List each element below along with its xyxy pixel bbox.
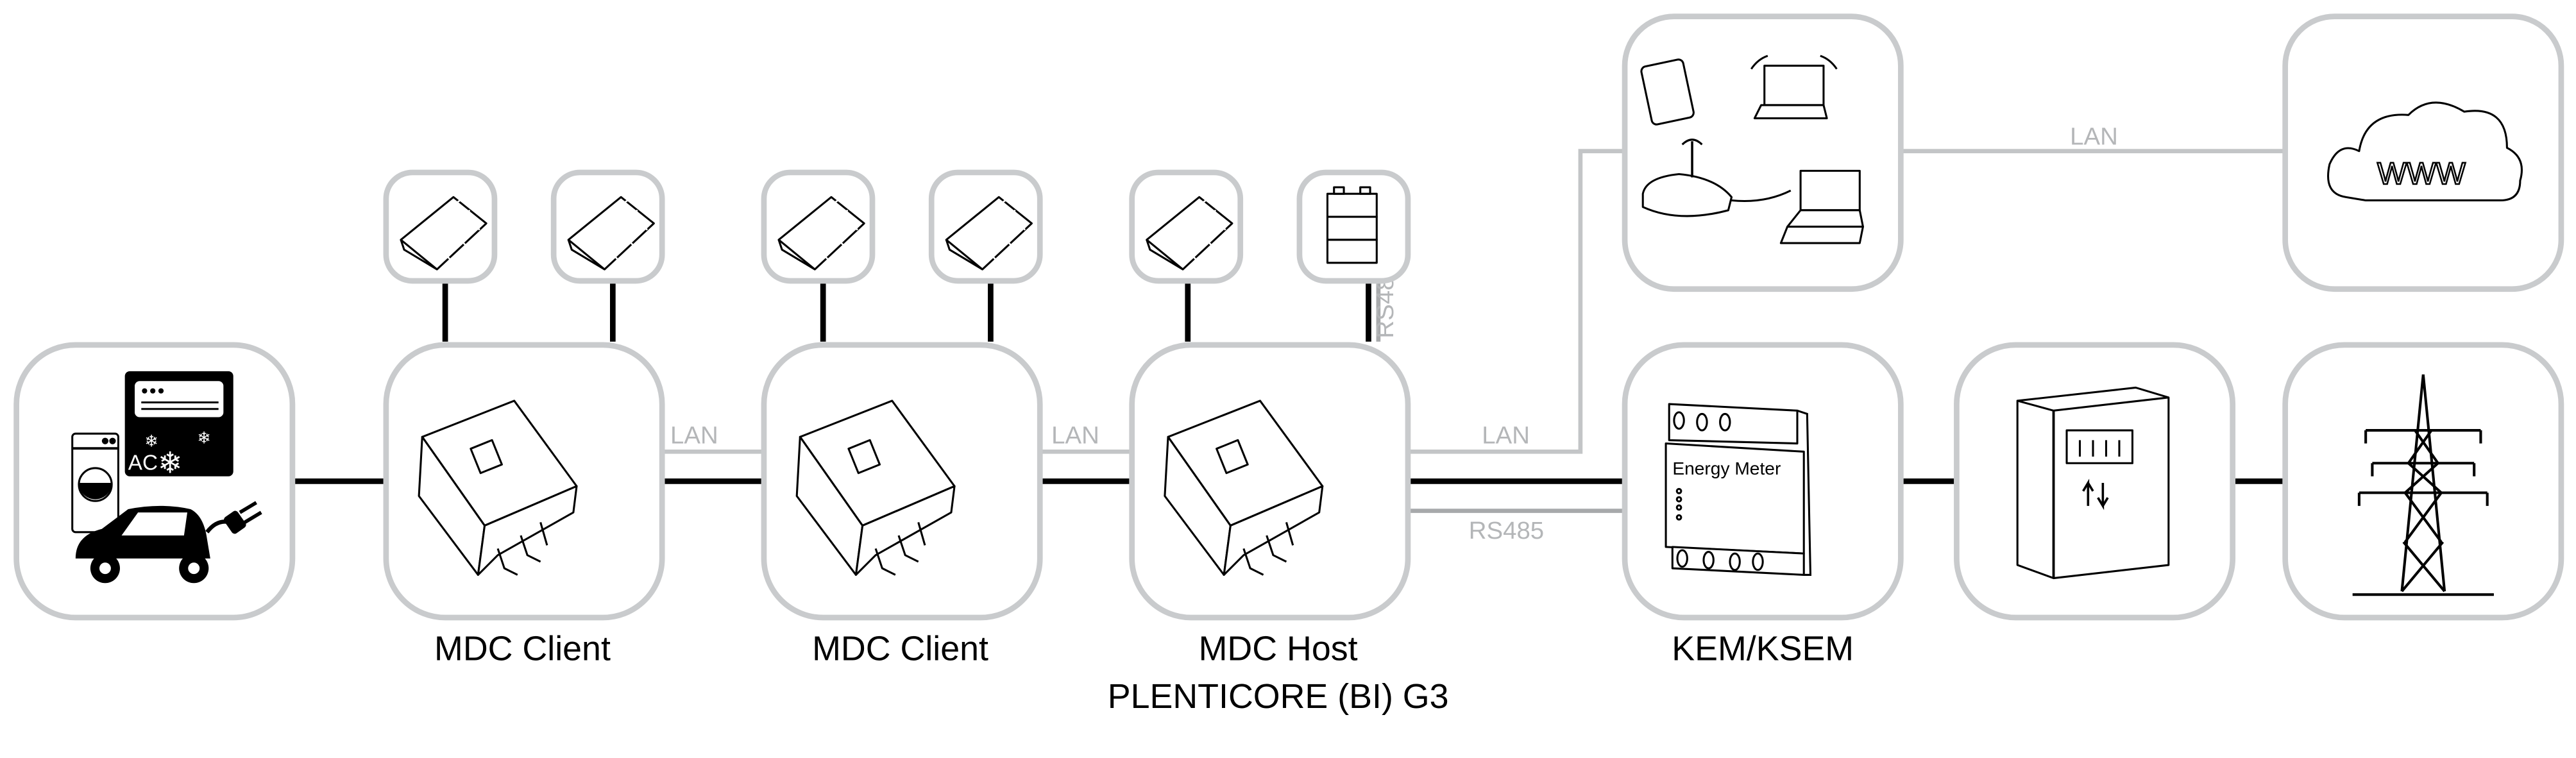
transmission-tower-icon: [2352, 374, 2494, 596]
snowflake-icon: ❄: [158, 446, 183, 480]
rs485-label-meter: RS485: [1469, 517, 1544, 544]
tablet-icon: [1640, 58, 1695, 126]
rs485-lines: [1376, 282, 1623, 513]
ac-text: AC: [128, 451, 158, 475]
lan-label-client2-host: LAN: [1051, 422, 1099, 450]
router-icon: [1641, 139, 1733, 217]
network-cable: [1731, 189, 1792, 203]
laptop-icon: [1779, 169, 1864, 244]
mdc-host-box[interactable]: [1129, 342, 1411, 621]
energy-meter-label: KEM/KSEM: [1672, 630, 1854, 668]
snowflake-icon: ❄: [197, 429, 210, 448]
electric-car-icon: [75, 501, 262, 584]
home-network-box[interactable]: [1622, 13, 1904, 292]
pv-module-box[interactable]: [761, 169, 876, 284]
pv-module-box[interactable]: [383, 169, 498, 284]
mdc-client-1-box[interactable]: [383, 342, 665, 621]
laptop-wifi-icon: [1750, 55, 1838, 119]
battery-storage-icon: [1326, 186, 1378, 264]
mdc-client-2-label: MDC Client: [812, 630, 988, 668]
cloud-icon: WWW: [2326, 101, 2523, 202]
mdc-client-2-box[interactable]: [761, 342, 1043, 621]
battery-box[interactable]: [1296, 169, 1411, 284]
washing-machine-icon: [71, 432, 119, 534]
internet-box[interactable]: WWW: [2282, 13, 2564, 292]
pv-module-box[interactable]: [550, 169, 665, 284]
pv-module-box[interactable]: [1129, 169, 1244, 284]
www-text: WWW: [2377, 156, 2466, 191]
lan-label-router-internet: LAN: [2070, 122, 2118, 150]
air-conditioner-icon: AC ❄ ❄ ❄: [124, 371, 233, 480]
lan-lines: [663, 149, 2284, 454]
energy-meter-box[interactable]: Energy Meter: [1622, 342, 1904, 621]
energy-meter-icon: Energy Meter: [1665, 403, 1812, 576]
mdc-host-model-label: PLENTICORE (BI) G3: [1108, 677, 1449, 716]
lan-label-host-router: LAN: [1482, 422, 1530, 450]
energy-meter-face-label: Energy Meter: [1672, 458, 1781, 478]
utility-meter-box[interactable]: [1954, 342, 2236, 621]
lan-label-client1-client2: LAN: [670, 422, 718, 450]
mdc-host-label: MDC Host: [1199, 630, 1358, 668]
mdc-client-1-label: MDC Client: [434, 630, 611, 668]
power-grid-box[interactable]: [2282, 342, 2564, 621]
consumers-box[interactable]: AC ❄ ❄ ❄: [13, 342, 296, 621]
snowflake-icon: ❄: [144, 432, 158, 451]
utility-meter-icon: [2016, 386, 2170, 580]
pv-module-box[interactable]: [928, 169, 1043, 284]
power-lines: [292, 282, 2284, 484]
